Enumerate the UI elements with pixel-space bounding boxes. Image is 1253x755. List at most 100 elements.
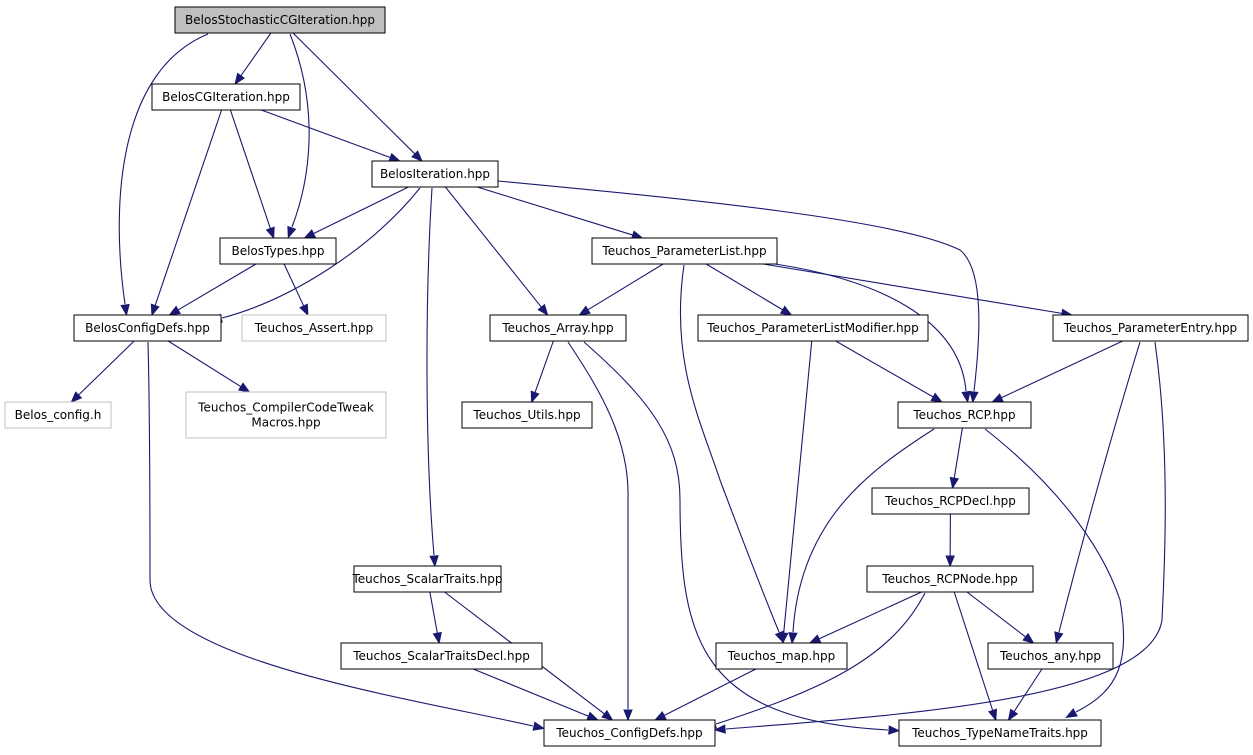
node-utils[interactable]: Teuchos_Utils.hpp: [461, 401, 593, 429]
node-box[interactable]: [353, 565, 502, 593]
node-box[interactable]: [697, 314, 929, 342]
edge-types-to-assert: [283, 263, 305, 307]
arrowhead-rcp-to-map: [788, 632, 798, 645]
arrowhead-plmod-to-map: [779, 632, 789, 645]
node-scdecl[interactable]: Teuchos_ScalarTraitsDecl.hpp: [340, 642, 543, 670]
edge-pentry-to-any: [1058, 341, 1141, 633]
node-box[interactable]: [871, 487, 1030, 515]
node-box[interactable]: [151, 83, 301, 111]
node-label: Teuchos_RCPNode.hpp: [881, 572, 1017, 586]
node-box[interactable]: [897, 401, 1032, 429]
edge-iter-to-array: [444, 186, 542, 308]
node-array[interactable]: Teuchos_Array.hpp: [489, 314, 627, 342]
node-typename[interactable]: Teuchos_TypeNameTraits.hpp: [898, 719, 1102, 747]
node-label: Teuchos_any.hpp: [999, 649, 1101, 663]
node-box[interactable]: [898, 719, 1102, 747]
arrowhead-cgiter-to-cfgdefs: [150, 303, 160, 317]
edge-plist-to-rcp: [774, 263, 967, 392]
arrowhead-root-to-types: [287, 225, 297, 239]
arrowhead-iter-to-scalar: [429, 555, 439, 568]
node-box[interactable]: [1052, 314, 1249, 342]
arrowhead-plmod-to-rcp: [930, 392, 944, 403]
node-box[interactable]: [461, 401, 593, 429]
arrowhead-scalar-to-scdecl: [432, 631, 442, 645]
node-box[interactable]: [241, 314, 387, 342]
edge-pentry-to-rcp: [1001, 340, 1123, 399]
arrowhead-rcpnode-to-map: [808, 634, 822, 644]
arrowhead-rcpdecl-to-rcpnode: [945, 555, 955, 568]
node-box[interactable]: [371, 160, 499, 188]
node-rcpdecl[interactable]: Teuchos_RCPDecl.hpp: [871, 487, 1030, 515]
node-box[interactable]: [185, 391, 387, 439]
node-box[interactable]: [219, 237, 337, 265]
arrowhead-map-to-tcfg: [653, 711, 667, 721]
edge-rcp-to-typename: [984, 428, 1125, 713]
node-label: BelosIteration.hpp: [380, 167, 490, 181]
node-cfgdefs[interactable]: BelosConfigDefs.hpp: [73, 314, 222, 342]
node-cgiter[interactable]: BelosCGIteration.hpp: [151, 83, 301, 111]
arrowhead-rcpnode-to-any: [1022, 632, 1035, 644]
edge-cfgdefs-to-compiler: [167, 340, 242, 388]
node-label: Teuchos_ParameterEntry.hpp: [1063, 321, 1237, 335]
arrowhead-array-to-typename: [888, 725, 901, 735]
node-pentry[interactable]: Teuchos_ParameterEntry.hpp: [1052, 314, 1249, 342]
node-box[interactable]: [866, 565, 1034, 593]
node-box[interactable]: [489, 314, 627, 342]
node-label: BelosStochasticCGIteration.hpp: [185, 13, 375, 27]
arrowhead-cgiter-to-iter: [388, 152, 401, 162]
node-box[interactable]: [73, 314, 222, 342]
edge-any-to-typename: [1013, 668, 1043, 712]
node-tcfg[interactable]: Teuchos_ConfigDefs.hpp: [543, 719, 716, 747]
node-box[interactable]: [543, 719, 716, 747]
edge-scalar-to-scdecl: [429, 591, 438, 634]
node-box[interactable]: [340, 642, 543, 670]
node-types[interactable]: BelosTypes.hpp: [219, 237, 337, 265]
node-label: Teuchos_Assert.hpp: [254, 321, 373, 335]
arrowhead-plist-to-rcp: [961, 390, 971, 404]
node-scalar[interactable]: Teuchos_ScalarTraits.hpp: [351, 565, 503, 593]
edge-plist-to-pentry: [763, 263, 1063, 314]
edges-layer: [70, 32, 1166, 735]
node-box[interactable]: [987, 642, 1114, 670]
node-label: Teuchos_Array.hpp: [501, 321, 613, 335]
node-iter[interactable]: BelosIteration.hpp: [371, 160, 499, 188]
node-label: BelosCGIteration.hpp: [162, 90, 290, 104]
node-box[interactable]: [715, 642, 848, 670]
arrowhead-array-to-tcfg: [623, 709, 633, 722]
node-box[interactable]: [591, 237, 778, 265]
node-rcpnode[interactable]: Teuchos_RCPNode.hpp: [866, 565, 1034, 593]
node-any[interactable]: Teuchos_any.hpp: [987, 642, 1114, 670]
arrowhead-cfgdefs-to-compiler: [237, 382, 251, 393]
edge-plist-to-array: [587, 263, 664, 311]
arrowhead-iter-to-rcp: [969, 390, 979, 404]
node-plmod[interactable]: Teuchos_ParameterListModifier.hpp: [697, 314, 929, 342]
arrowhead-plist-to-plmod: [779, 305, 793, 316]
node-plist[interactable]: Teuchos_ParameterList.hpp: [591, 237, 778, 265]
edge-plmod-to-rcp: [835, 340, 934, 398]
arrowhead-rcpnode-to-typename: [988, 708, 998, 722]
node-rcp[interactable]: Teuchos_RCP.hpp: [897, 401, 1032, 429]
edge-iter-to-scalar: [426, 187, 435, 556]
arrowhead-pentry-to-any: [1054, 631, 1064, 644]
arrowhead-cfgdefs-to-belcfg: [70, 391, 83, 403]
node-label: Teuchos_ParameterListModifier.hpp: [706, 321, 919, 335]
node-assert[interactable]: Teuchos_Assert.hpp: [241, 314, 387, 342]
node-box[interactable]: [174, 6, 386, 34]
arrowhead-iter-to-types: [303, 229, 317, 239]
node-map[interactable]: Teuchos_map.hpp: [715, 642, 848, 670]
arrowhead-pentry-to-rcp: [991, 393, 1004, 403]
edge-plist-to-plmod: [705, 263, 784, 311]
edge-root-to-iter: [292, 32, 416, 155]
node-box[interactable]: [4, 401, 112, 429]
node-label: BelosTypes.hpp: [231, 244, 324, 258]
node-label: Teuchos_TypeNameTraits.hpp: [911, 726, 1088, 740]
edge-plmod-to-map: [783, 340, 813, 634]
node-label: Teuchos_ParameterList.hpp: [601, 244, 766, 258]
edge-iter-to-plist: [476, 186, 633, 236]
node-root[interactable]: BelosStochasticCGIteration.hpp: [174, 6, 386, 34]
node-belcfg[interactable]: Belos_config.h: [4, 401, 112, 429]
edge-cfgdefs-to-belcfg: [78, 340, 135, 396]
node-label: Teuchos_RCPDecl.hpp: [884, 494, 1016, 508]
